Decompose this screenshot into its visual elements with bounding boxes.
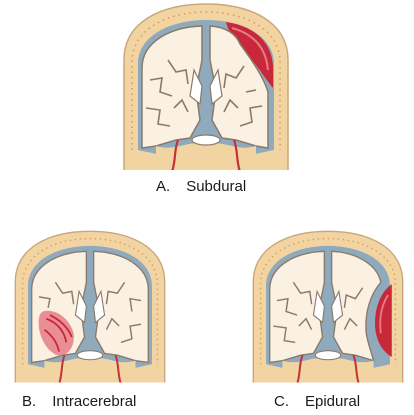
caption-letter: B. xyxy=(22,393,36,410)
caption-label: Intracerebral xyxy=(52,393,136,410)
caption-letter: A. xyxy=(156,178,170,195)
caption-label: Subdural xyxy=(186,178,246,195)
pituitary xyxy=(77,351,103,360)
intracerebral-brain-illustration xyxy=(8,226,172,386)
caption-intracerebral: B. Intracerebral xyxy=(22,393,136,410)
subdural-brain-illustration xyxy=(116,0,296,172)
panel-intracerebral xyxy=(8,226,172,386)
caption-letter: C. xyxy=(274,393,289,410)
epidural-brain-illustration xyxy=(246,226,410,386)
caption-label: Epidural xyxy=(305,393,360,410)
pituitary xyxy=(192,135,220,145)
panel-subdural xyxy=(116,0,296,172)
pituitary xyxy=(315,351,341,360)
caption-epidural: C. Epidural xyxy=(274,393,360,410)
panel-epidural xyxy=(246,226,410,386)
caption-subdural: A. Subdural xyxy=(156,178,246,195)
